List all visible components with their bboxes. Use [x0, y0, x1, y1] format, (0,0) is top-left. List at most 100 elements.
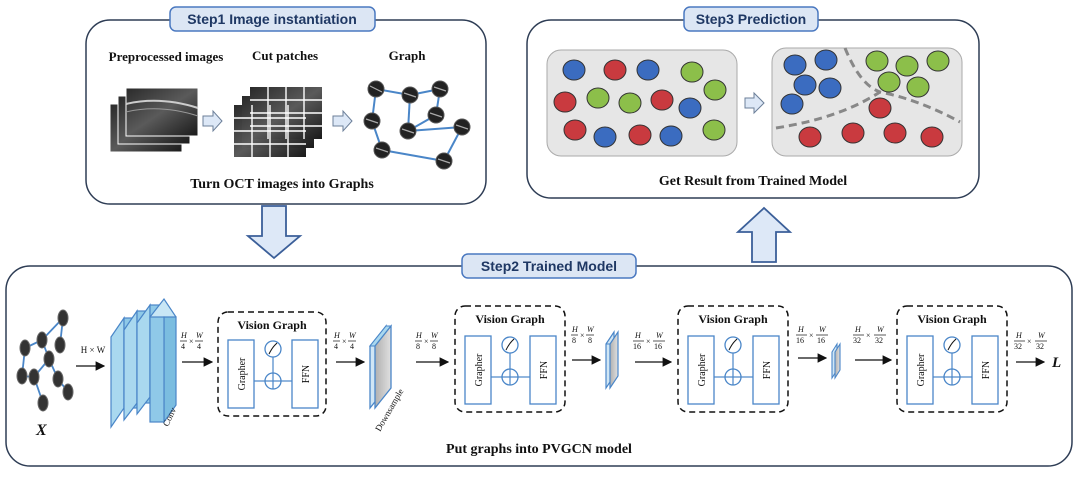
svg-text:Vision Graph: Vision Graph [698, 312, 768, 326]
svg-text:W: W [819, 325, 827, 334]
svg-text:H: H [854, 325, 862, 334]
svg-text:16: 16 [796, 336, 804, 345]
dim-label-3: H 8 × W 8 [415, 331, 439, 351]
unclassified-samples-box [546, 49, 738, 157]
svg-text:H: H [797, 325, 805, 334]
svg-text:Vision Graph: Vision Graph [917, 312, 987, 326]
svg-text:32: 32 [875, 336, 883, 345]
svg-text:FFN: FFN [301, 365, 312, 383]
svg-text:H: H [571, 325, 579, 334]
svg-text:×: × [646, 337, 651, 346]
input-node [19, 339, 31, 357]
svg-text:H: H [333, 331, 341, 340]
svg-text:H: H [634, 331, 642, 340]
svg-text:W: W [656, 331, 664, 340]
svg-text:W: W [1038, 331, 1046, 340]
step2-caption: Put graphs into PVGCN model [446, 442, 632, 457]
step1-graph [363, 80, 471, 170]
svg-text:4: 4 [350, 342, 354, 351]
conv-stack [110, 297, 177, 429]
svg-text:×: × [580, 331, 585, 340]
input-node [16, 367, 28, 385]
vision-graph-block-4: Vision Graph Grapher FFN [896, 305, 1008, 413]
dim-label-8: H 32 × W 32 [1014, 331, 1047, 351]
svg-text:4: 4 [334, 342, 338, 351]
svg-text:8: 8 [432, 342, 436, 351]
step3-title: Step3 Prediction [696, 11, 806, 27]
svg-text:×: × [1027, 337, 1032, 346]
preprocessed-image-stack [109, 87, 199, 153]
dim-label-4: H 8 × W 8 [571, 325, 595, 345]
svg-text:32: 32 [1014, 342, 1022, 351]
svg-text:H: H [180, 331, 188, 340]
input-graph [16, 309, 74, 412]
down-arrow-step1-to-step2 [245, 205, 303, 260]
svg-text:4: 4 [181, 342, 185, 351]
svg-text:×: × [809, 331, 814, 340]
svg-text:Vision Graph: Vision Graph [475, 312, 545, 326]
classified-samples-box [771, 47, 963, 157]
input-node [57, 309, 69, 327]
step3-header: Step3 Prediction [683, 6, 819, 32]
dim-label-7: H 32 × W 32 [853, 325, 886, 345]
svg-text:W: W [196, 331, 204, 340]
svg-text:W: W [431, 331, 439, 340]
svg-text:Vision Graph: Vision Graph [237, 318, 307, 332]
svg-text:W: W [587, 325, 595, 334]
arrow-cut-to-graph [332, 109, 353, 133]
input-node [37, 394, 49, 412]
svg-text:8: 8 [416, 342, 420, 351]
label-graph: Graph [389, 48, 427, 63]
downsample-plate-3 [831, 342, 841, 380]
svg-text:8: 8 [572, 336, 576, 345]
step2-title: Step2 Trained Model [481, 258, 617, 274]
label-preprocessed: Preprocessed images [109, 49, 224, 64]
svg-text:Grapher: Grapher [916, 353, 927, 386]
arrow-pre-to-cut [202, 109, 223, 133]
label-cut-patches: Cut patches [252, 48, 318, 63]
dim-label-2: H 4 × W 4 [333, 331, 357, 351]
vision-graph-block-2: Vision Graph Grapher FFN [454, 305, 566, 413]
svg-text:W: W [877, 325, 885, 334]
svg-text:H: H [1015, 331, 1023, 340]
step3-caption: Get Result from Trained Model [659, 174, 847, 189]
step1-header: Step1 Image instantiation [169, 6, 376, 32]
input-node [62, 383, 74, 401]
dim-hw: H × W [81, 345, 106, 355]
vision-graph-block-3: Vision Graph Grapher FFN [677, 305, 789, 413]
up-arrow-step2-to-step3 [735, 206, 793, 263]
vision-graph-block-1: Vision Graph Grapher FFN [217, 311, 327, 417]
cut-patches-stack [234, 87, 322, 157]
svg-text:32: 32 [853, 336, 861, 345]
input-node [43, 350, 55, 368]
input-node [28, 368, 40, 386]
input-node [52, 370, 64, 388]
svg-text:W: W [349, 331, 357, 340]
svg-text:FFN: FFN [762, 361, 773, 379]
svg-text:4: 4 [197, 342, 201, 351]
downsample-plate-2 [605, 330, 619, 390]
svg-text:×: × [342, 337, 347, 346]
svg-text:16: 16 [817, 336, 825, 345]
input-node [54, 336, 66, 354]
svg-text:8: 8 [588, 336, 592, 345]
svg-text:×: × [189, 337, 194, 346]
downsample-plate-1 [368, 324, 393, 410]
output-label-l: L [1051, 355, 1061, 371]
svg-text:16: 16 [654, 342, 662, 351]
svg-text:×: × [866, 331, 871, 340]
step2-header: Step2 Trained Model [461, 253, 637, 279]
input-node [36, 331, 48, 349]
arrow-to-classified [744, 91, 765, 115]
dim-label-5: H 16 × W 16 [633, 331, 665, 351]
step1-title: Step1 Image instantiation [187, 11, 357, 27]
svg-text:Grapher: Grapher [237, 357, 248, 390]
svg-text:FFN: FFN [539, 361, 550, 379]
dim-label-6: H 16 × W 16 [796, 325, 828, 345]
input-label-x: X [35, 422, 47, 439]
svg-text:H: H [415, 331, 423, 340]
svg-text:16: 16 [633, 342, 641, 351]
step1-caption: Turn OCT images into Graphs [190, 177, 374, 192]
svg-text:FFN: FFN [981, 361, 992, 379]
